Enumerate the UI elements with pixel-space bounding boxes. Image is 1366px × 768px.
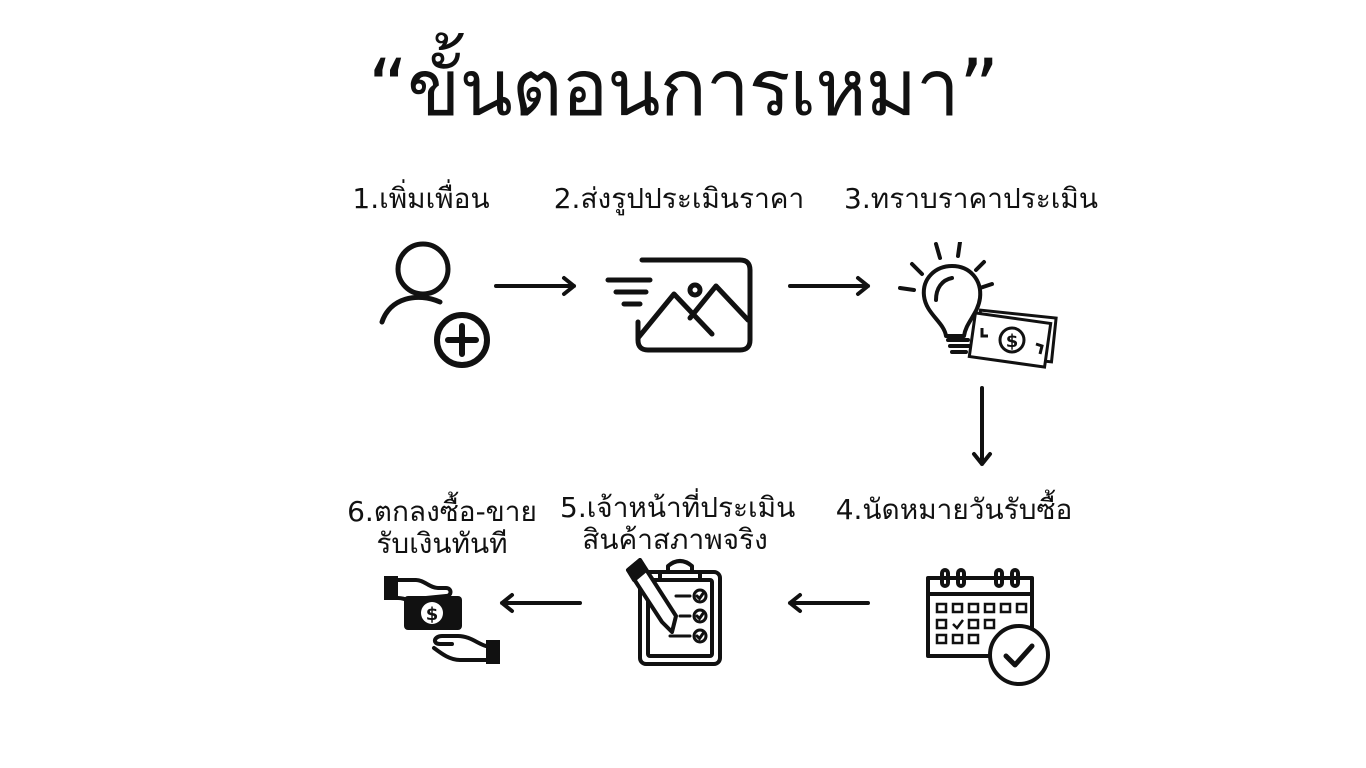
add-user-icon <box>379 241 490 368</box>
svg-text:$: $ <box>1006 331 1019 352</box>
step-4-label-line-1: 4.นัดหมายวันรับซื้อ <box>835 493 1073 526</box>
step-1-label-line-1: 1.เพิ่มเพื่อน <box>352 182 490 215</box>
send-image-icon <box>605 257 753 353</box>
step-2-label: 2.ส่งรูปประเมินราคา <box>548 183 810 215</box>
arrow-2-to-3 <box>788 276 870 296</box>
step-5-label: 5.เจ้าหน้าที่ประเมิน สินค้าสภาพจริง <box>560 491 796 556</box>
arrow-4-to-5 <box>788 593 870 613</box>
step-3-label: 3.ทราบราคาประเมิน <box>840 183 1102 215</box>
step-3-label-line-1: 3.ทราบราคาประเมิน <box>844 182 1098 215</box>
step-4-label: 4.นัดหมายวันรับซื้อ <box>826 494 1082 526</box>
arrow-5-to-6 <box>500 593 582 613</box>
calendar-check-icon <box>926 568 1050 686</box>
step-6-label: 6.ตกลงซื้อ-ขาย รับเงินทันที <box>340 496 544 560</box>
clipboard-checklist-icon <box>626 558 722 666</box>
step-5-label-line-2: สินค้าสภาพจริง <box>582 523 768 556</box>
idea-money-icon: $ <box>898 242 1058 369</box>
arrow-1-to-2 <box>494 276 576 296</box>
arrow-3-to-4 <box>972 386 992 466</box>
step-6-label-line-1: 6.ตกลงซื้อ-ขาย <box>347 495 537 528</box>
step-5-label-line-1: 5.เจ้าหน้าที่ประเมิน <box>560 491 796 524</box>
diagram-title: “ขั้นตอนการเหมา” <box>367 44 1000 134</box>
step-6-label-line-2: รับเงินทันที <box>376 527 508 560</box>
svg-text:$: $ <box>426 604 439 625</box>
step-1-label: 1.เพิ่มเพื่อน <box>335 183 507 215</box>
cash-handover-icon: $ <box>384 576 500 664</box>
step-2-label-line-1: 2.ส่งรูปประเมินราคา <box>553 182 805 215</box>
